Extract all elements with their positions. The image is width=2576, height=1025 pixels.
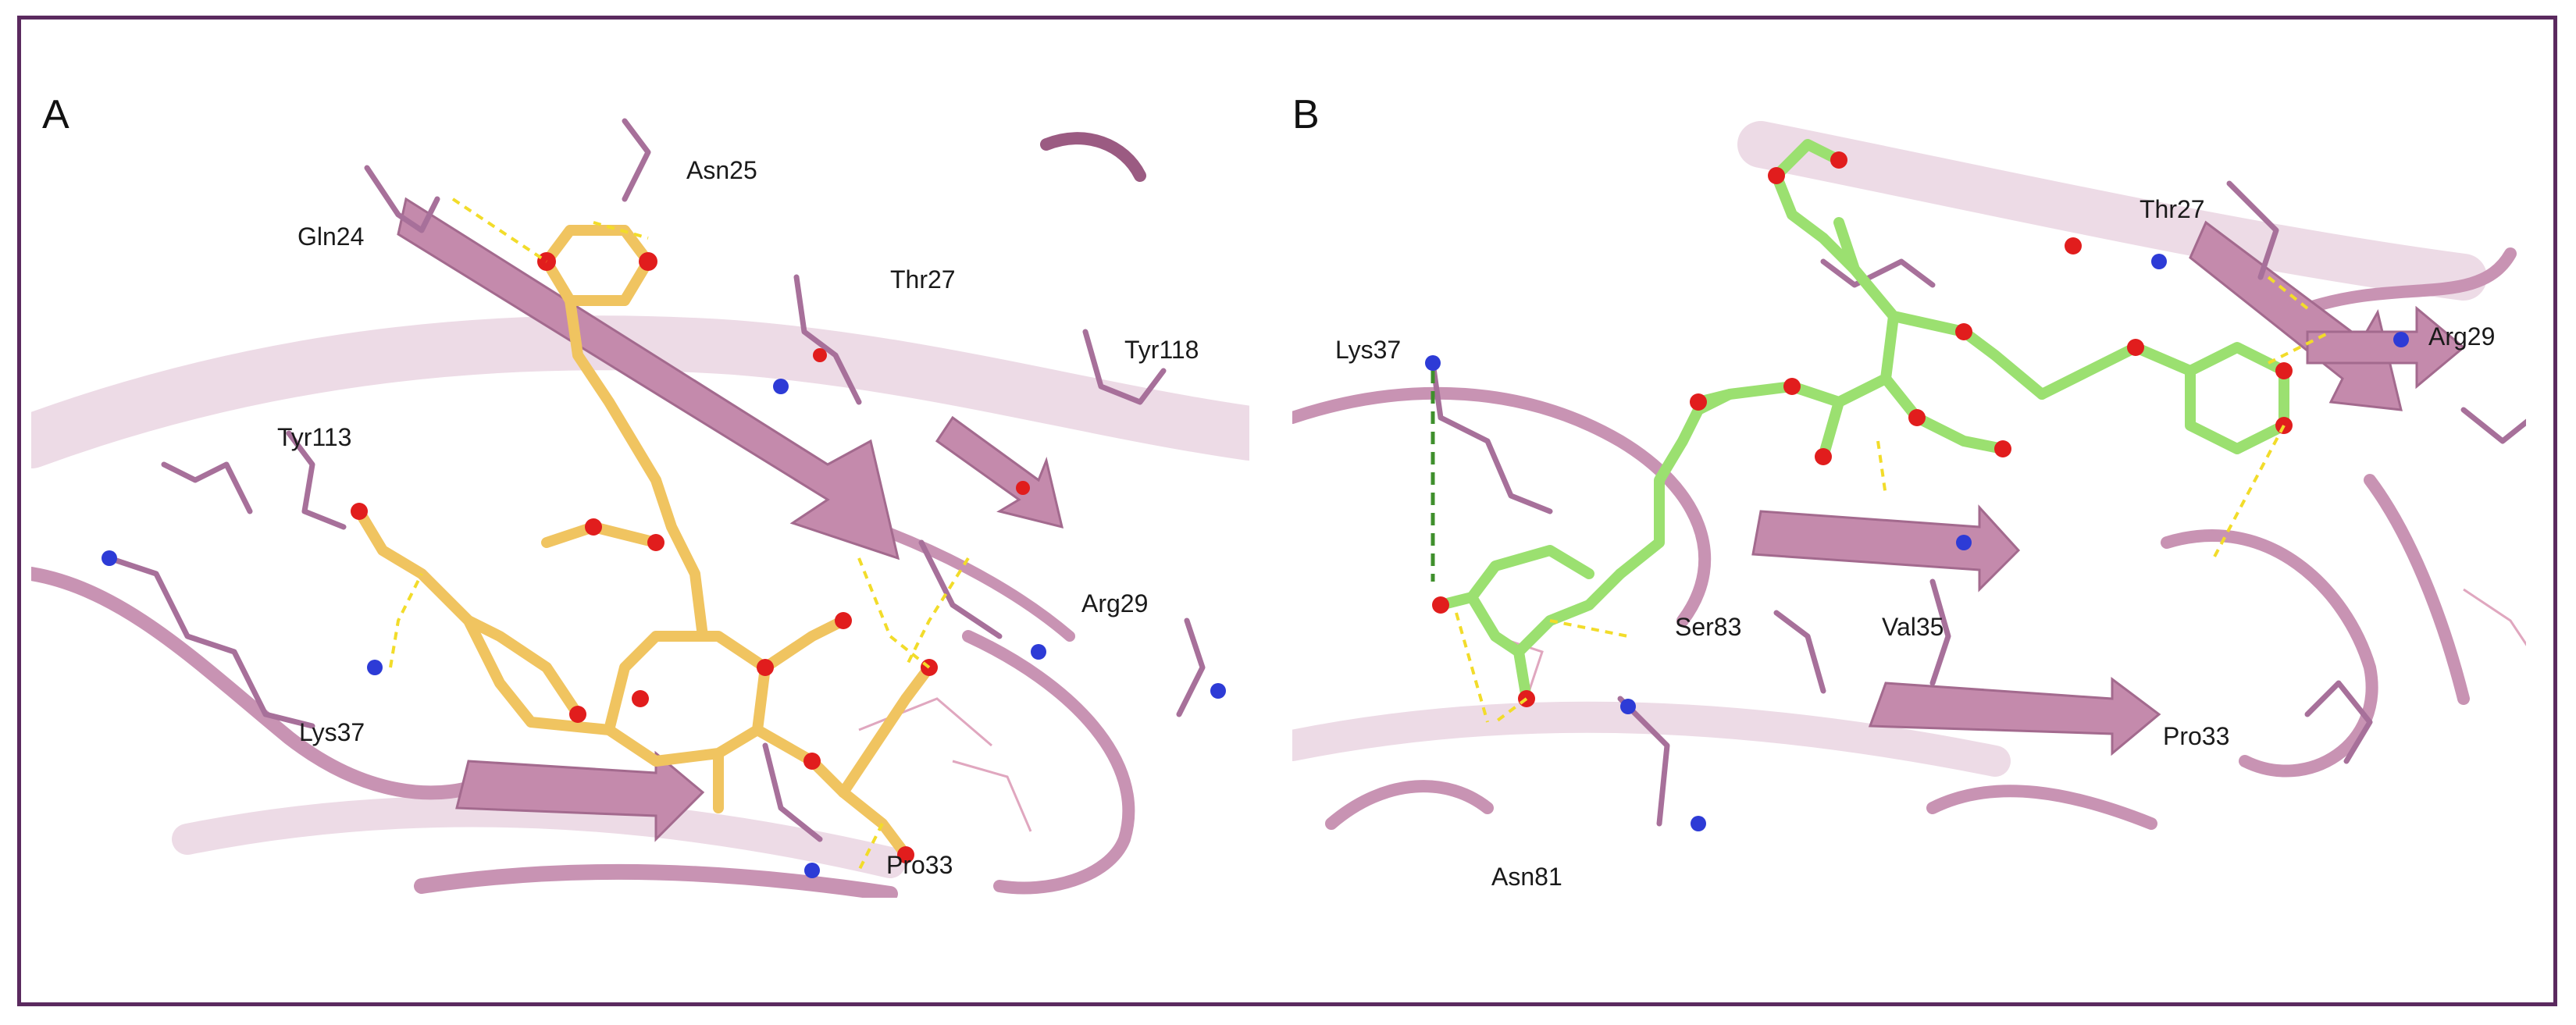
residue-label-val35: Val35 bbox=[1882, 613, 1944, 641]
panel-b-label: B bbox=[1292, 92, 1320, 137]
residue-label-thr27: Thr27 bbox=[890, 265, 956, 294]
residue-label-arg29: Arg29 bbox=[1081, 589, 1149, 617]
residue-label-thr27-b: Thr27 bbox=[2140, 195, 2205, 223]
residue-label-pro33-b: Pro33 bbox=[2163, 722, 2230, 750]
panel-a-molecular-render bbox=[31, 118, 1249, 898]
residue-label-gln24: Gln24 bbox=[298, 222, 365, 251]
residue-label-tyr118: Tyr118 bbox=[1124, 336, 1199, 364]
panel-b-docking-view: B Thr27 Arg29 Lys37 Ser83 Val35 Pro33 As… bbox=[1292, 74, 2526, 898]
panel-b-molecular-render bbox=[1292, 121, 2526, 831]
panel-a-docking-view: A Asn25 Gln24 Thr27 Tyr118 Tyr113 Arg29 … bbox=[31, 74, 1249, 898]
residue-label-pro33: Pro33 bbox=[886, 851, 953, 879]
residue-label-asn25: Asn25 bbox=[686, 156, 757, 184]
residue-label-arg29-b: Arg29 bbox=[2428, 322, 2496, 351]
panel-a-label: A bbox=[42, 92, 69, 137]
residue-label-asn81: Asn81 bbox=[1491, 863, 1562, 891]
residue-label-tyr113: Tyr113 bbox=[277, 423, 352, 451]
residue-label-ser83: Ser83 bbox=[1675, 613, 1742, 641]
residue-label-lys37-b: Lys37 bbox=[1335, 336, 1402, 364]
residue-label-lys37: Lys37 bbox=[299, 718, 365, 746]
